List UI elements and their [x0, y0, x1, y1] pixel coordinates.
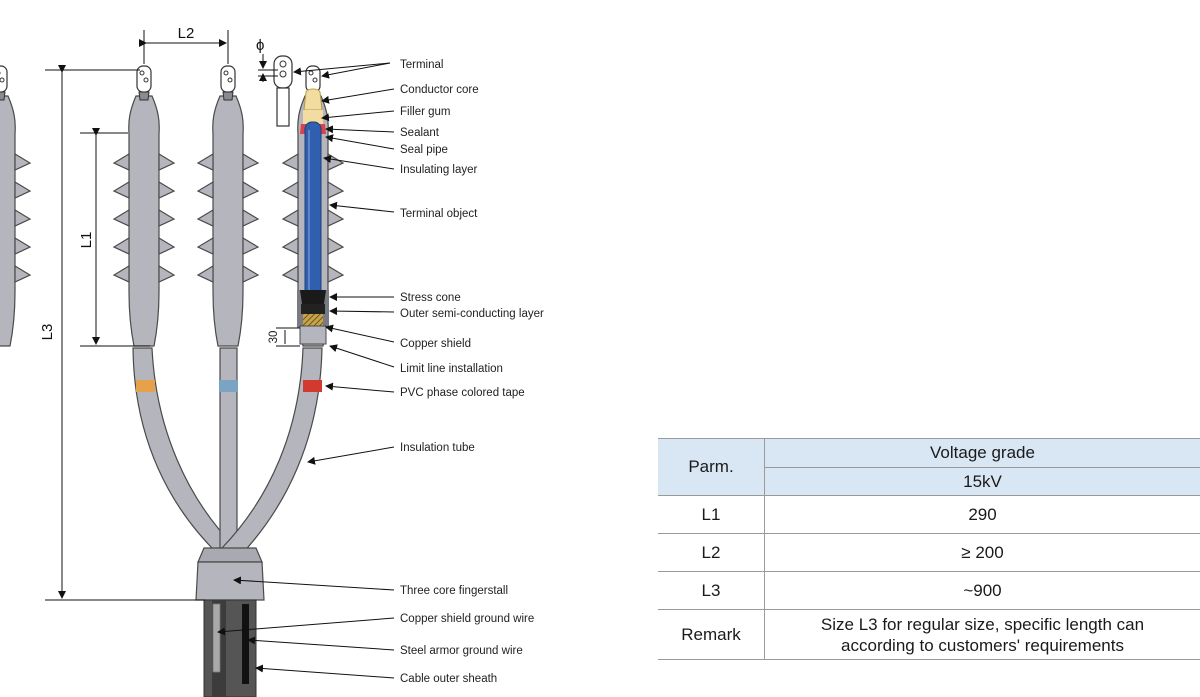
- terminal-body: [0, 65, 32, 347]
- phase-tape-1: [136, 380, 155, 392]
- phase-tape-3: [303, 380, 322, 392]
- three-core-fingerstall: [195, 561, 265, 601]
- table-row: L2 ≥ 200: [658, 533, 1200, 572]
- table-header-row: Parm. Voltage grade: [658, 438, 1200, 496]
- dim-l2: L2: [178, 25, 195, 42]
- table-row: L3 ~900: [658, 571, 1200, 610]
- separate-lug: [273, 55, 293, 127]
- table-row-remark: Remark Size L3 for regular size, specifi…: [658, 609, 1200, 660]
- table-row: L1 290: [658, 495, 1200, 534]
- row-param: L1: [658, 495, 765, 534]
- callout-copper-shield: Copper shield: [400, 338, 471, 350]
- row-param: L3: [658, 571, 765, 610]
- remark-line-1: Size L3 for regular size, specific lengt…: [820, 614, 1145, 634]
- callout-conductor-core: Conductor core: [400, 84, 479, 96]
- dim-l1: L1: [78, 232, 95, 249]
- remark-line-2: according to customers' requirements: [841, 635, 1124, 655]
- callout-terminal: Terminal: [400, 59, 443, 71]
- insulating-layer: [304, 121, 322, 298]
- row-param: L2: [658, 533, 765, 572]
- middle-leg: [219, 347, 238, 549]
- row-remark-value: Size L3 for regular size, specific lengt…: [764, 609, 1200, 660]
- row-value: 290: [764, 495, 1200, 534]
- callout-three-core-fingerstall: Three core fingerstall: [400, 585, 508, 597]
- callout-stress-cone: Stress cone: [400, 292, 461, 304]
- callout-limit-line-installation: Limit line installation: [400, 363, 503, 375]
- callout-cable-outer-sheath: Cable outer sheath: [400, 673, 497, 685]
- row-value: ~900: [764, 571, 1200, 610]
- dimension-lines: [45, 30, 300, 601]
- fingerstall-fingers: [197, 547, 263, 563]
- phase-tape-2: [219, 380, 238, 392]
- insulation-tubes: [132, 347, 323, 557]
- spec-table: Parm. Voltage grade 15kV L1 290 L2 ≥ 200…: [658, 438, 1200, 660]
- callout-sealant: Sealant: [400, 127, 440, 139]
- cutaway-terminal: [297, 88, 329, 345]
- callout-insulation-tube: Insulation tube: [400, 442, 475, 454]
- callout-insulating-layer: Insulating layer: [400, 164, 478, 176]
- dim-l3: L3: [39, 324, 56, 341]
- callout-outer-semi-conducting-layer: Outer semi-conducting layer: [400, 308, 544, 320]
- callout-pvc-phase-colored-tape: PVC phase colored tape: [400, 387, 525, 399]
- header-param: Parm.: [658, 438, 765, 496]
- callout-leaders: [217, 62, 395, 679]
- callout-filler-gum: Filler gum: [400, 106, 450, 118]
- callout-copper-shield-ground-wire: Copper shield ground wire: [400, 613, 534, 625]
- callout-steel-armor-ground-wire: Steel armor ground wire: [400, 645, 523, 657]
- dim-phi: ϕ: [256, 37, 264, 54]
- callout-terminal-object: Terminal object: [400, 208, 478, 220]
- row-value: ≥ 200: [764, 533, 1200, 572]
- header-15kv: 15kV: [764, 467, 1200, 496]
- header-voltage-grade: Voltage grade: [764, 438, 1200, 468]
- callout-labels: Terminal Conductor core Filler gum Seala…: [400, 59, 544, 685]
- dim-30: 30: [268, 331, 280, 344]
- row-remark-label: Remark: [658, 609, 765, 660]
- termination-diagram: L2 ϕ L1 L3 30 Terminal Conductor core Fi…: [0, 25, 544, 697]
- callout-seal-pipe: Seal pipe: [400, 144, 448, 156]
- cable: [203, 599, 257, 697]
